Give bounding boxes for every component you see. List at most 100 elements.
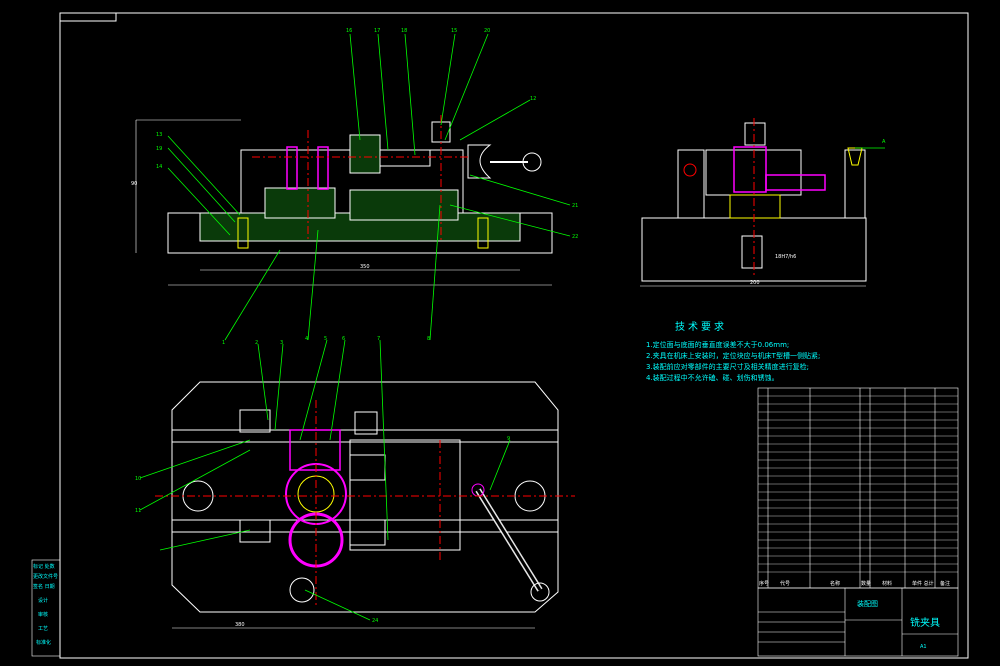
front-bolt-right bbox=[477, 217, 489, 249]
top-bottom-hole bbox=[289, 577, 315, 603]
callout-label: 24 bbox=[372, 618, 378, 624]
tech-req-item: 1.定位面与底面的垂直度误差不大于0.06mm; bbox=[646, 340, 789, 349]
leader bbox=[469, 174, 571, 206]
top-band-top bbox=[171, 429, 559, 443]
front-support bbox=[264, 187, 336, 219]
top-handle-knob bbox=[530, 582, 550, 602]
callout-label: 12 bbox=[530, 96, 536, 102]
callout-label: 22 bbox=[572, 234, 578, 240]
leader bbox=[167, 147, 236, 223]
leader bbox=[139, 439, 251, 479]
top-callout-labels: 1 2 3 4 5 6 7 8 9 10 11 24 bbox=[135, 336, 510, 624]
tech-requirements: 技术要求 1.定位面与底面的垂直度误差不大于0.06mm; 2.夹具在机床上安装… bbox=[646, 320, 820, 382]
leader bbox=[449, 204, 571, 237]
strip-label: 工艺 bbox=[38, 626, 48, 632]
callout-label: 7 bbox=[377, 336, 380, 342]
tech-req-item: 4.装配过程中不允许磕、碰、划伤和锈蚀。 bbox=[646, 373, 779, 382]
callout-label: 3 bbox=[280, 340, 283, 346]
header-cell: 数量 bbox=[861, 580, 871, 587]
left-strip: 标记 处数 更改文件号 签名 日期 设计 审核 工艺 标准化 bbox=[31, 559, 61, 657]
tech-req-item: 3.装配前应对零部件的主要尺寸及相关精度进行复检; bbox=[646, 362, 809, 371]
front-callouts bbox=[167, 33, 571, 237]
callout-label: 2 bbox=[255, 340, 258, 346]
callout-label: 11 bbox=[135, 508, 141, 514]
assembly-label: 装配图 bbox=[857, 599, 878, 608]
front-bolt-left bbox=[237, 217, 249, 249]
outer-frame bbox=[59, 12, 969, 659]
header-cell: 单件 总计 bbox=[912, 580, 934, 587]
front-nut bbox=[349, 134, 381, 174]
callout-label: 5 bbox=[324, 336, 327, 342]
leader bbox=[167, 135, 241, 216]
top-bolt-a bbox=[239, 409, 271, 433]
strip-label: 设计 bbox=[38, 597, 48, 604]
leader bbox=[139, 449, 251, 511]
tech-req-heading: 技术要求 bbox=[675, 320, 727, 333]
top-block-a bbox=[349, 454, 386, 481]
callout-label: 16 bbox=[346, 28, 352, 34]
top-callouts bbox=[139, 204, 511, 621]
top-main-block bbox=[349, 439, 461, 551]
side-dim-width: 200 bbox=[750, 280, 760, 286]
callout-label: 19 bbox=[156, 146, 162, 152]
callout-label: 9 bbox=[507, 436, 510, 442]
leader bbox=[444, 33, 489, 141]
parts-list-rows bbox=[758, 395, 958, 573]
parts-list-frame bbox=[757, 387, 959, 589]
callout-label: 21 bbox=[572, 203, 578, 209]
leader bbox=[299, 339, 328, 441]
header-cell: 序号 bbox=[759, 580, 769, 587]
callout-label: 13 bbox=[156, 132, 162, 138]
leader bbox=[167, 167, 231, 236]
callout-label: 1 bbox=[222, 340, 225, 346]
top-block-b bbox=[349, 519, 386, 546]
callout-label: 15 bbox=[451, 28, 457, 34]
strip-label: 签名 日期 bbox=[33, 583, 55, 590]
top-magenta-clamp bbox=[289, 429, 341, 471]
callout-label: 14 bbox=[156, 164, 162, 170]
strip-label: 审核 bbox=[38, 611, 48, 618]
side-locator bbox=[729, 194, 781, 219]
leader bbox=[257, 343, 269, 421]
side-left-post bbox=[677, 149, 705, 219]
leader bbox=[307, 229, 319, 341]
parts-list bbox=[757, 387, 959, 589]
parts-header: 序号 代号 名称 数量 材料 单件 总计 备注 bbox=[759, 580, 950, 587]
top-dim-width: 380 bbox=[235, 622, 245, 628]
leader bbox=[377, 33, 389, 151]
top-outline bbox=[171, 381, 559, 613]
callout-label: 18 bbox=[401, 28, 407, 34]
side-pin bbox=[847, 147, 863, 166]
leader bbox=[224, 249, 281, 341]
title-block bbox=[757, 587, 959, 657]
side-view: 200 18H7/h6 A bbox=[640, 118, 886, 287]
callout-label: 8 bbox=[427, 336, 430, 342]
callout-label: A bbox=[882, 139, 886, 145]
callout-label: 10 bbox=[135, 476, 141, 482]
leader bbox=[404, 33, 416, 156]
front-support-2 bbox=[349, 189, 459, 221]
sheet-size: A1 bbox=[920, 644, 927, 650]
leader bbox=[329, 339, 346, 441]
front-magenta-part-2 bbox=[317, 146, 329, 190]
front-dim-width: 350 bbox=[360, 264, 370, 270]
top-handle-inner bbox=[476, 489, 542, 591]
leader bbox=[459, 99, 531, 141]
top-view: 380 bbox=[155, 381, 575, 629]
leader bbox=[440, 33, 456, 126]
leader bbox=[489, 439, 511, 491]
front-magenta-part-1 bbox=[286, 146, 298, 190]
callout-label: 20 bbox=[484, 28, 490, 34]
side-magenta-clamp bbox=[733, 146, 767, 193]
strip-label: 标记 处数 bbox=[33, 563, 55, 570]
callout-label: 4 bbox=[305, 336, 308, 342]
callout-label: 17 bbox=[374, 28, 380, 34]
front-handle-knob bbox=[522, 152, 542, 172]
strip-label: 标准化 bbox=[36, 639, 51, 646]
leader bbox=[274, 343, 284, 431]
leader bbox=[349, 33, 361, 141]
side-bolt bbox=[744, 122, 766, 146]
front-callout-labels: 13 19 14 16 17 18 15 20 12 21 22 bbox=[156, 28, 578, 240]
front-dim-height: 90 bbox=[131, 181, 137, 187]
